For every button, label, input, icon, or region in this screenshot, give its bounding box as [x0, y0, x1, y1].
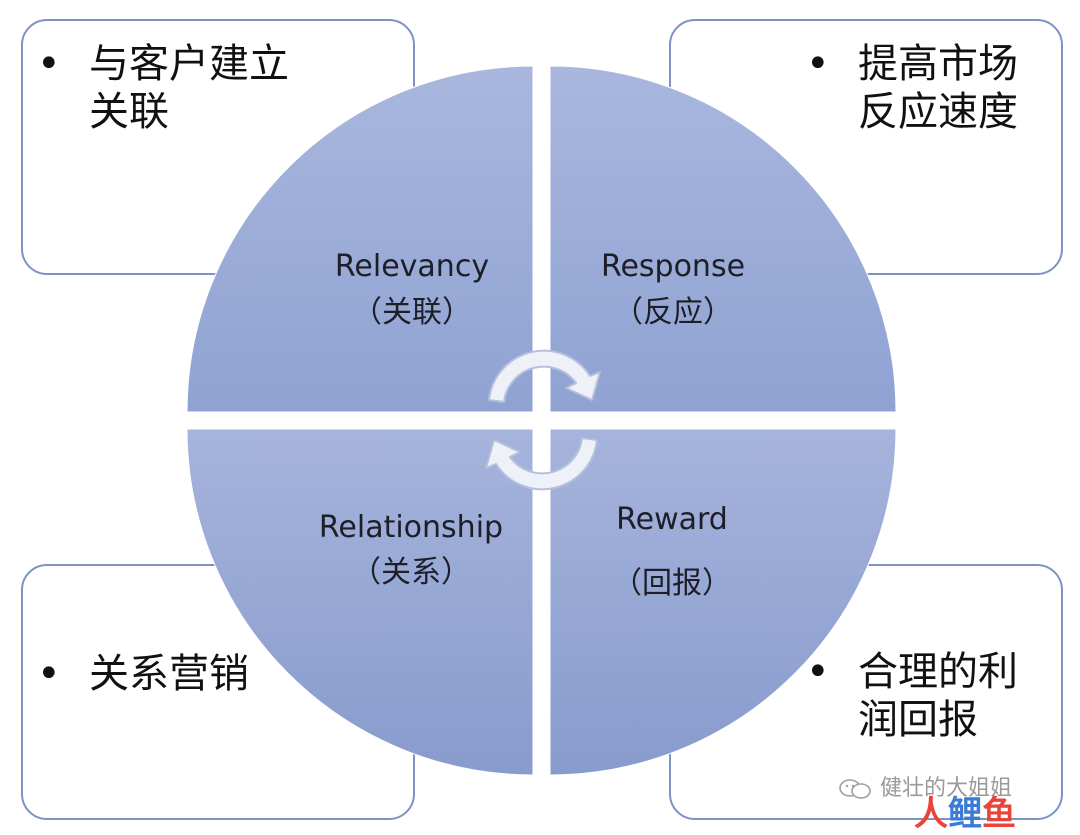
label-relevancy-sub: （关联）: [352, 295, 472, 330]
label-relevancy-title: Relevancy: [335, 249, 489, 284]
label-relationship-title: Relationship: [319, 510, 503, 545]
circular-arrows-icon: [485, 349, 601, 491]
label-response-title: Response: [601, 249, 745, 284]
bullet-dot: •: [37, 41, 61, 87]
logo: 人鲤鱼: [914, 796, 1016, 832]
bullet-bottom-right: • 合理的利润回报: [806, 648, 1056, 744]
bullet-top-left: • 与客户建立关联: [37, 40, 307, 136]
logo-char-3: 鱼: [982, 794, 1016, 834]
bullet-dot: •: [37, 651, 61, 697]
bullet-bottom-left: • 关系营销: [37, 650, 307, 698]
quadrant-relevancy: [186, 65, 534, 413]
label-relationship-sub: （关系）: [351, 555, 471, 590]
quadrant-relationship: [186, 428, 534, 776]
quadrant-reward: [549, 428, 897, 776]
logo-char-2: 鲤: [948, 794, 982, 834]
bullet-text-reward: 合理的利润回报: [858, 649, 1018, 743]
wechat-icon: [839, 779, 871, 799]
watermark: 健壮的大姐姐: [838, 770, 1012, 802]
bullet-dot: •: [806, 41, 830, 87]
bullet-dot: •: [806, 649, 830, 695]
quadrant-response: [549, 65, 897, 413]
label-reward-title: Reward: [616, 502, 728, 537]
label-response-sub: （反应）: [613, 295, 733, 330]
bullet-text-response: 提高市场反应速度: [858, 41, 1018, 135]
bullet-text-relevancy: 与客户建立关联: [89, 41, 289, 135]
logo-char-1: 人: [914, 794, 948, 834]
bullet-top-right: • 提高市场反应速度: [806, 40, 1056, 136]
watermark-text: 健壮的大姐姐: [880, 776, 1013, 801]
bullet-text-relationship: 关系营销: [89, 651, 249, 697]
label-reward-sub: （回报）: [612, 566, 732, 601]
